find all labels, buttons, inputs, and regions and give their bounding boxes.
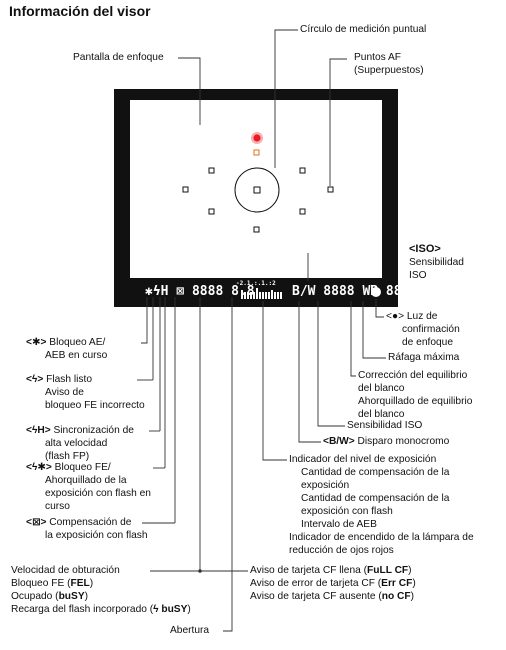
label-fe-4: curso bbox=[45, 501, 70, 512]
lcd-exposure-scale-numbers: -2.1.:.1.:2 bbox=[236, 280, 276, 287]
label-mono-text: Disparo monocromo bbox=[354, 436, 450, 447]
label-iso-1: Sensibilidad bbox=[409, 257, 464, 268]
label-busy-pre: Ocupado ( bbox=[11, 591, 59, 602]
page-title: Información del visor bbox=[9, 3, 151, 19]
label-flash-code: <ϟ> bbox=[26, 374, 44, 385]
af-point bbox=[182, 186, 189, 193]
af-point-center bbox=[253, 186, 261, 194]
label-fel-post: ) bbox=[89, 578, 94, 589]
label-iso-2: ISO bbox=[409, 270, 427, 281]
label-wb-2: del blanco bbox=[358, 383, 405, 394]
label-exposure-level: Indicador del nivel de exposición bbox=[289, 454, 437, 465]
label-cf-err-post: ) bbox=[412, 578, 416, 589]
label-fec-2: la exposición con flash bbox=[45, 530, 148, 541]
label-iso-code: <ISO> bbox=[409, 243, 441, 255]
af-point bbox=[299, 208, 306, 215]
af-point bbox=[299, 167, 306, 174]
label-mono-code: <B/W> bbox=[323, 436, 355, 447]
label-max-burst: Ráfaga máxima bbox=[388, 352, 460, 363]
red-eye-dot-icon bbox=[253, 134, 261, 142]
label-focus-confirmation-2: confirmación bbox=[402, 324, 460, 335]
label-wb-4: del blanco bbox=[358, 409, 405, 420]
label-recharge-pre: Recarga del flash incorporado ( bbox=[11, 604, 154, 615]
label-cf-none-pre: Aviso de tarjeta CF ausente ( bbox=[250, 591, 382, 602]
label-flash-2: Aviso de bbox=[45, 387, 84, 398]
label-cf-full-pre: Aviso de tarjeta CF llena ( bbox=[250, 565, 368, 576]
label-fel-pre: Bloqueo FE ( bbox=[11, 578, 71, 589]
label-af-points: Puntos AF bbox=[354, 52, 402, 63]
af-point-top-active bbox=[253, 149, 260, 156]
af-point bbox=[208, 167, 215, 174]
spot-metering-circle bbox=[234, 167, 280, 213]
label-iso-sensitivity: Sensibilidad ISO bbox=[347, 420, 423, 431]
label-exp-1: Cantidad de compensación de la bbox=[301, 467, 450, 478]
label-cf-none-post: ) bbox=[410, 591, 415, 602]
label-ae-lock-2: AEB en curso bbox=[45, 350, 108, 361]
af-point bbox=[208, 208, 215, 215]
lcd-right-readout: B/W 8888 WB 88 bbox=[292, 284, 402, 299]
label-flash-1: Flash listo bbox=[46, 374, 92, 385]
label-fe-1: Bloqueo FE/ bbox=[54, 462, 111, 473]
label-hs-2: alta velocidad bbox=[45, 438, 108, 449]
label-ae-lock-1: Bloqueo AE/ bbox=[49, 337, 106, 348]
label-exp-7: reducción de ojos rojos bbox=[289, 545, 394, 556]
label-exp-4: exposición con flash bbox=[301, 506, 393, 517]
label-focus-screen: Pantalla de enfoque bbox=[73, 52, 164, 63]
exposure-level-scale bbox=[241, 288, 282, 299]
label-aperture: Abertura bbox=[170, 625, 210, 636]
label-cf-full-code: FuLL CF bbox=[367, 565, 409, 576]
label-exp-2: exposición bbox=[301, 480, 350, 491]
label-wb-1: Corrección del equilibrio bbox=[358, 370, 468, 381]
label-fel-code: FEL bbox=[70, 578, 90, 589]
label-hs-code: <ϟH> bbox=[26, 425, 51, 436]
focus-confirmation-icon bbox=[371, 287, 381, 297]
label-fec-1: Compensación de bbox=[49, 517, 132, 528]
label-af-points-sub: (Superpuestos) bbox=[354, 65, 424, 76]
label-focus-confirmation: <●> Luz de bbox=[386, 311, 438, 322]
label-cf-err-code: Err CF bbox=[381, 578, 413, 589]
label-wb-3: Ahorquillado de equilibrio bbox=[358, 396, 473, 407]
label-cf-none-code: no CF bbox=[381, 591, 411, 602]
label-exp-3: Cantidad de compensación de la bbox=[301, 493, 450, 504]
label-hs-3: (flash FP) bbox=[45, 451, 90, 462]
label-fe-2: Ahorquillado de la bbox=[45, 475, 127, 486]
label-exp-5: Intervalo de AEB bbox=[301, 519, 377, 530]
label-cf-err-pre: Aviso de error de tarjeta CF ( bbox=[250, 578, 382, 589]
label-recharge-code: ϟ buSY bbox=[153, 604, 188, 615]
label-shutter: Velocidad de obturación bbox=[11, 565, 120, 576]
label-flash-3: bloqueo FE incorrecto bbox=[45, 400, 145, 411]
label-cf-full-post: ) bbox=[408, 565, 412, 576]
label-fe-code: <ϟ✱> bbox=[26, 462, 52, 473]
label-fe-3: exposición con flash en bbox=[45, 488, 151, 499]
label-busy-code: buSY bbox=[58, 591, 85, 602]
label-focus-confirmation-3: de enfoque bbox=[402, 337, 453, 348]
label-recharge-post: ) bbox=[187, 604, 191, 615]
focusing-screen bbox=[130, 100, 382, 278]
label-busy-post: ) bbox=[84, 591, 89, 602]
label-ae-lock-code: <✱> bbox=[26, 337, 47, 348]
af-point bbox=[327, 186, 334, 193]
label-exp-6: Indicador de encendido de la lámpara de bbox=[289, 532, 474, 543]
label-spot-circle: Círculo de medición puntual bbox=[300, 24, 427, 35]
af-point bbox=[253, 226, 260, 233]
lcd-left-readout: ✱ϟH ⊠ 8888 8.8 bbox=[145, 284, 255, 299]
label-fec-code: <⊠> bbox=[26, 517, 47, 528]
label-hs-1: Sincronización de bbox=[53, 425, 134, 436]
